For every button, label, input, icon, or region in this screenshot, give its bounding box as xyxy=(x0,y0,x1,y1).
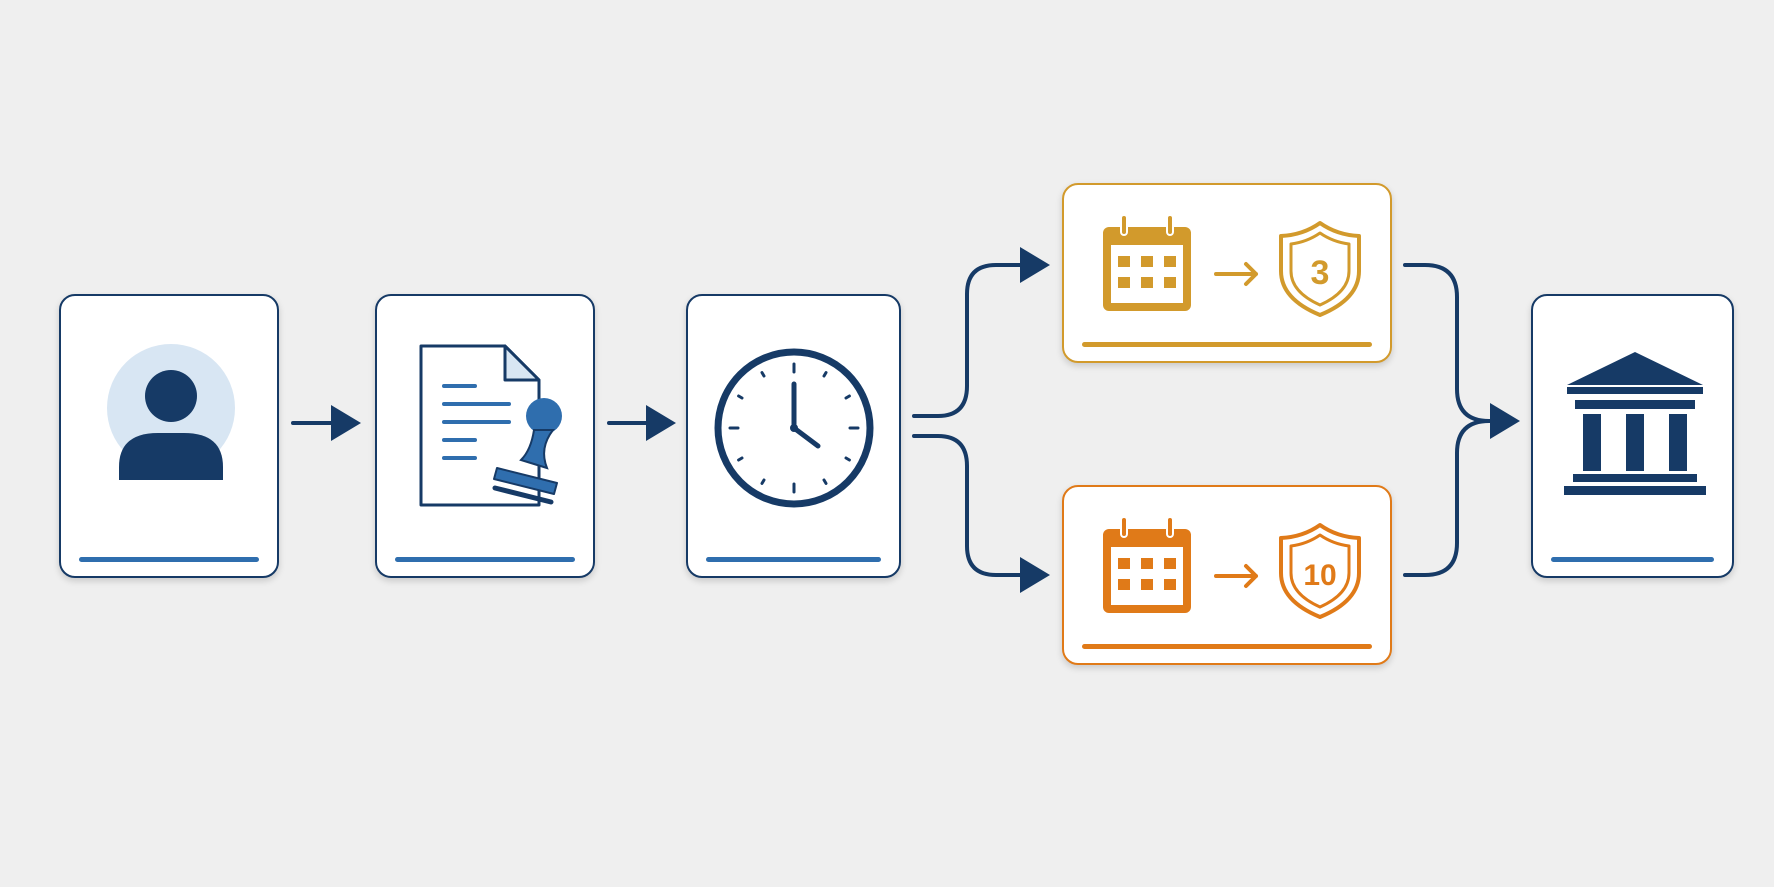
step-card-clock xyxy=(686,294,901,578)
connector-clock-to-lower xyxy=(912,434,1026,577)
calendar-icon xyxy=(1103,214,1191,311)
card-accent-bar xyxy=(1082,342,1372,347)
arrow-right-icon xyxy=(1214,564,1258,588)
document-stamp-icon xyxy=(419,344,562,507)
person-icon xyxy=(107,344,235,480)
arrowhead xyxy=(1020,247,1050,283)
connector-lower-to-bank xyxy=(1403,419,1498,577)
shield-icon: 10 xyxy=(1279,523,1361,619)
calendar-icon xyxy=(1103,516,1191,613)
shield-icon: 3 xyxy=(1279,221,1361,317)
card-accent-bar xyxy=(1082,644,1372,649)
connector-upper-to-bank xyxy=(1403,263,1498,423)
arrowhead xyxy=(646,405,676,441)
arrowhead xyxy=(1490,403,1520,439)
arrow-right-icon xyxy=(1214,262,1258,286)
arrowhead xyxy=(331,405,361,441)
card-accent-bar xyxy=(395,557,575,562)
connector-clock-to-upper xyxy=(912,263,1026,418)
bank-icon xyxy=(1564,352,1706,495)
shield-number: 10 xyxy=(1303,559,1336,592)
card-accent-bar xyxy=(79,557,259,562)
branch-card-lower: 10 xyxy=(1062,485,1392,665)
step-card-person xyxy=(59,294,279,578)
card-accent-bar xyxy=(706,557,881,562)
clock-icon xyxy=(714,348,874,508)
arrowhead xyxy=(1020,557,1050,593)
card-accent-bar xyxy=(1551,557,1714,562)
step-card-bank xyxy=(1531,294,1734,578)
branch-card-upper: 3 xyxy=(1062,183,1392,363)
shield-number: 3 xyxy=(1311,254,1330,292)
step-card-document xyxy=(375,294,595,578)
